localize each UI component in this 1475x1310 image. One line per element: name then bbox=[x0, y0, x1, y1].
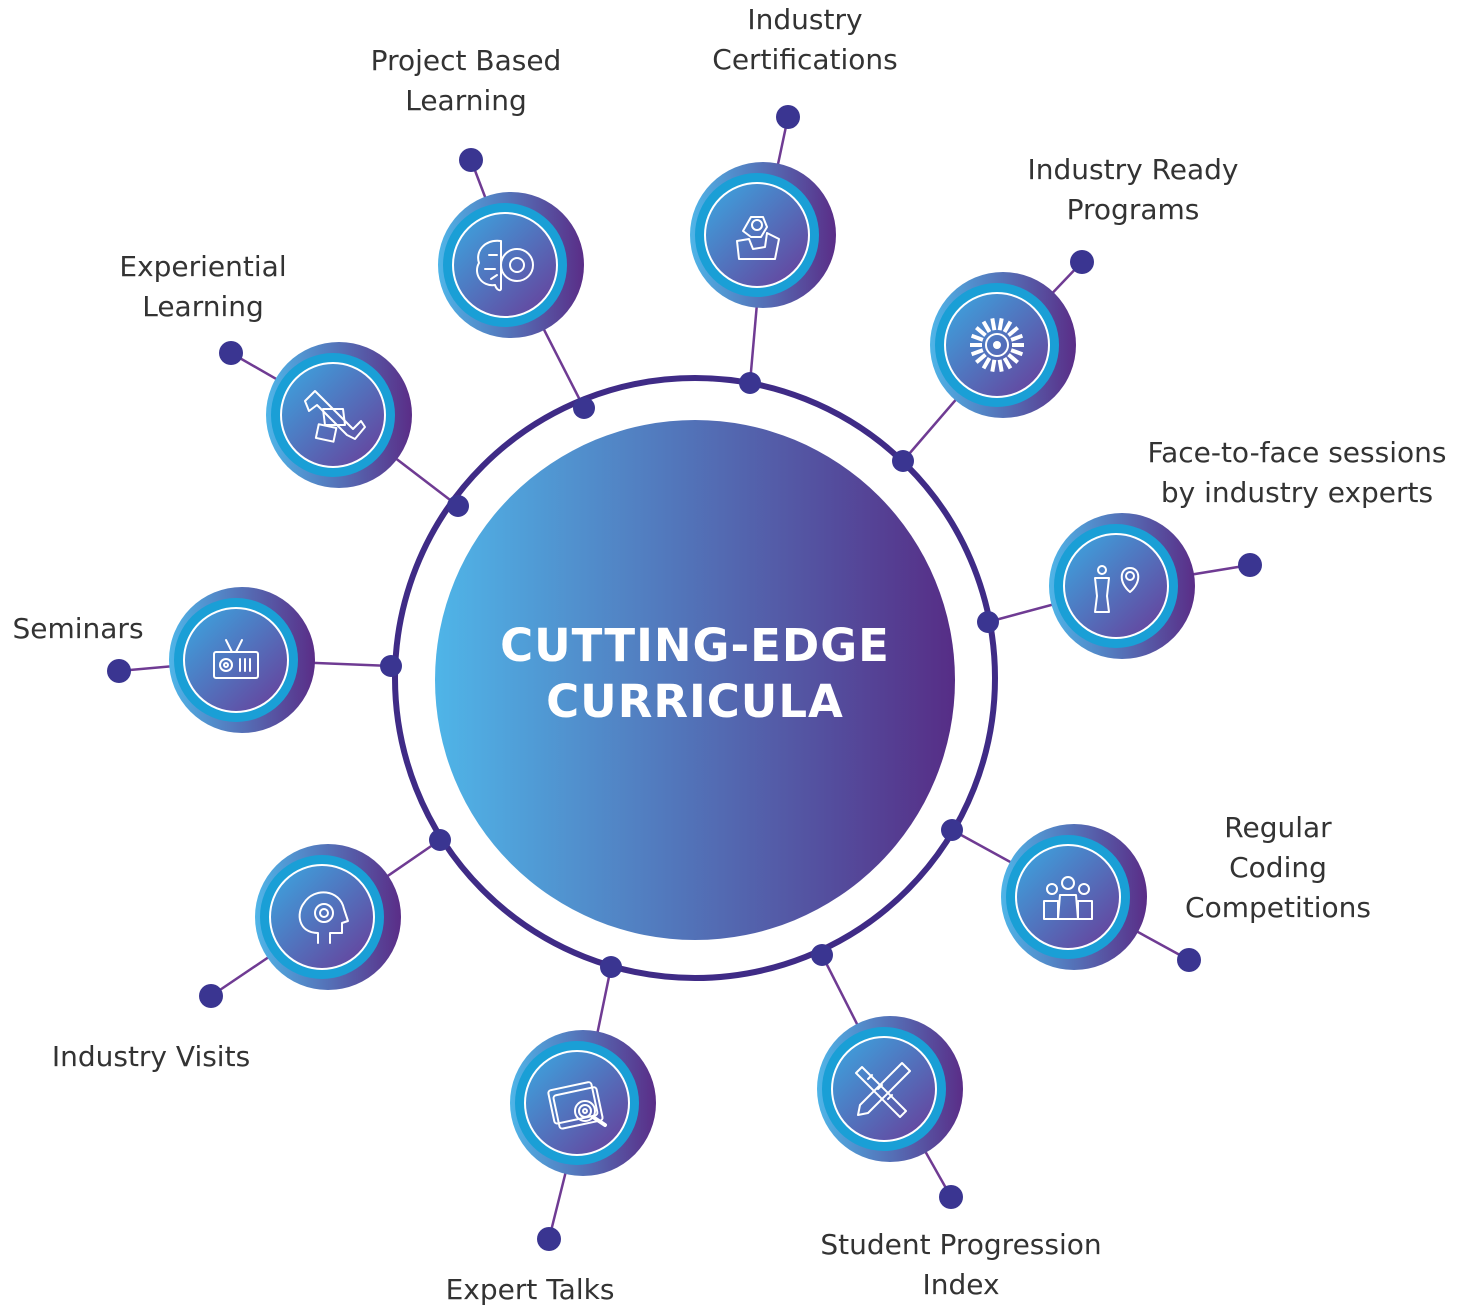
label-line: Learning bbox=[405, 84, 527, 117]
brain-gear-icon bbox=[476, 239, 534, 292]
team-icon bbox=[1043, 876, 1093, 920]
end-dot-face-to-face-sessions bbox=[1238, 553, 1262, 577]
label-line: Index bbox=[922, 1268, 1000, 1301]
label-line: Industry Visits bbox=[51, 1040, 251, 1073]
ring-dot-project-based-learning bbox=[573, 397, 595, 419]
label-line: Industry bbox=[747, 3, 863, 36]
label-line: Coding bbox=[1229, 851, 1327, 884]
center-title-line-2: CURRICULA bbox=[546, 675, 844, 728]
center-circle bbox=[435, 420, 955, 940]
node-industry-certifications bbox=[690, 162, 836, 308]
center-title-line-1: CUTTING-EDGE bbox=[500, 619, 890, 672]
expert-location-icon bbox=[1094, 565, 1140, 613]
label-line: Seminars bbox=[12, 612, 144, 645]
label-seminars: Seminars bbox=[0, 609, 158, 649]
ring-dot-seminars bbox=[380, 655, 402, 677]
ring-dot-industry-visits bbox=[429, 829, 451, 851]
end-dot-industry-visits bbox=[199, 984, 223, 1008]
end-dot-experiential-learning bbox=[219, 341, 243, 365]
end-dot-project-based-learning bbox=[459, 148, 483, 172]
node-student-progression-index bbox=[817, 1016, 963, 1162]
fist-wrench-icon bbox=[304, 390, 366, 443]
end-dot-industry-ready-programs bbox=[1070, 250, 1094, 274]
label-line: Project Based bbox=[370, 44, 562, 77]
ring-dot-experiential-learning bbox=[447, 495, 469, 517]
label-line: Regular bbox=[1224, 811, 1332, 844]
label-line: Experiential bbox=[119, 250, 287, 283]
ring-dot-face-to-face-sessions bbox=[977, 611, 999, 633]
node-inner-project-based-learning bbox=[452, 212, 558, 318]
certificate-icon bbox=[736, 216, 780, 260]
node-industry-visits bbox=[255, 844, 401, 990]
ring-dot-expert-talks bbox=[600, 956, 622, 978]
ring-dot-regular-coding-competitions bbox=[941, 819, 963, 841]
fingerprint-tablet-icon bbox=[547, 1081, 607, 1130]
node-industry-ready-programs bbox=[930, 272, 1076, 418]
node-expert-talks bbox=[510, 1030, 656, 1176]
node-inner-regular-coding-competitions bbox=[1015, 844, 1121, 950]
ring-dot-industry-ready-programs bbox=[892, 450, 914, 472]
node-project-based-learning bbox=[438, 192, 584, 338]
label-line: Learning bbox=[142, 290, 264, 323]
node-regular-coding-competitions bbox=[1001, 824, 1147, 970]
label-line: Programs bbox=[1066, 193, 1200, 226]
end-dot-seminars bbox=[107, 659, 131, 683]
label-line: Student Progression bbox=[820, 1228, 1102, 1261]
center-title: CUTTING-EDGE CURRICULA bbox=[435, 618, 955, 730]
end-dot-student-progression-index bbox=[939, 1185, 963, 1209]
node-inner-industry-certifications bbox=[704, 182, 810, 288]
end-dot-expert-talks bbox=[537, 1227, 561, 1251]
end-dot-regular-coding-competitions bbox=[1177, 948, 1201, 972]
node-inner-expert-talks bbox=[524, 1050, 630, 1156]
gauge-icon bbox=[970, 318, 1024, 372]
label-industry-visits: Industry Visits bbox=[11, 1037, 291, 1077]
radio-icon bbox=[213, 639, 259, 679]
node-seminars bbox=[169, 587, 315, 733]
label-line: Competitions bbox=[1185, 891, 1371, 924]
node-inner-experiential-learning bbox=[280, 362, 386, 468]
label-line: Expert Talks bbox=[445, 1273, 615, 1306]
node-inner-face-to-face-sessions bbox=[1063, 533, 1169, 639]
label-line: Industry Ready bbox=[1027, 153, 1239, 186]
nodes bbox=[107, 105, 1262, 1251]
label-face-to-face-sessions: Face-to-face sessions by industry experts bbox=[1127, 433, 1467, 513]
ruler-pencil-icon bbox=[855, 1062, 911, 1118]
ring-dot-student-progression-index bbox=[811, 944, 833, 966]
label-line: by industry experts bbox=[1160, 476, 1434, 509]
node-inner-seminars bbox=[183, 607, 289, 713]
node-experiential-learning bbox=[266, 342, 412, 488]
ring-dot-industry-certifications bbox=[739, 372, 761, 394]
label-line: Certifications bbox=[712, 43, 898, 76]
outer-ring bbox=[392, 375, 998, 981]
node-face-to-face-sessions bbox=[1049, 513, 1195, 659]
end-dot-industry-certifications bbox=[776, 105, 800, 129]
label-line: Face-to-face sessions bbox=[1147, 436, 1447, 469]
label-expert-talks: Expert Talks bbox=[400, 1270, 660, 1310]
head-gear-icon bbox=[298, 891, 349, 944]
